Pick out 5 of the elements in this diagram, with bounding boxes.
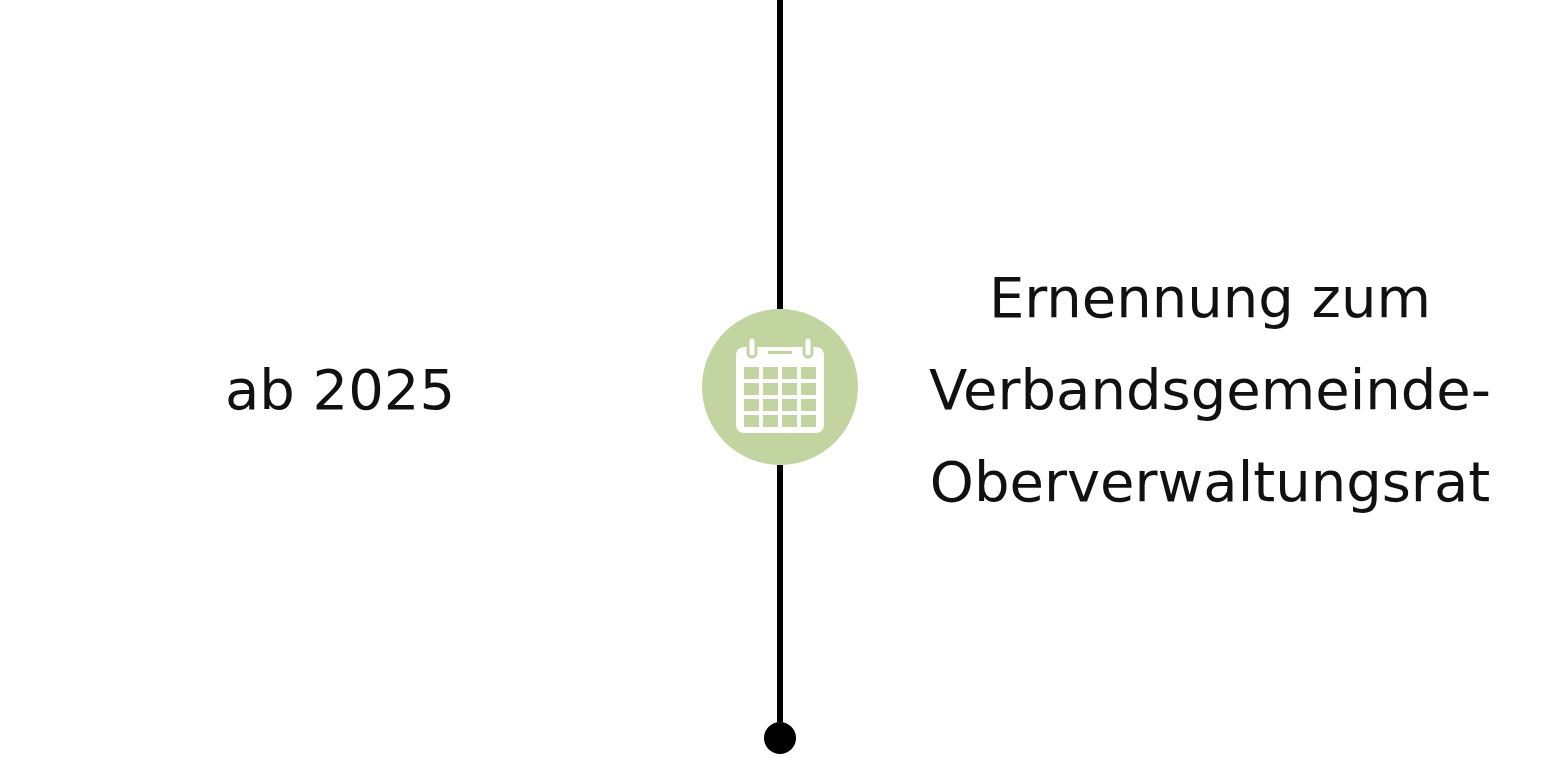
date-label: ab 2025 xyxy=(223,356,457,424)
timeline-line xyxy=(777,0,783,309)
timeline-line xyxy=(777,465,783,722)
end-dot xyxy=(764,722,796,754)
event-description: Ernennung zum Verbandsgemeinde-Oberverwaltungsrat xyxy=(928,264,1492,516)
